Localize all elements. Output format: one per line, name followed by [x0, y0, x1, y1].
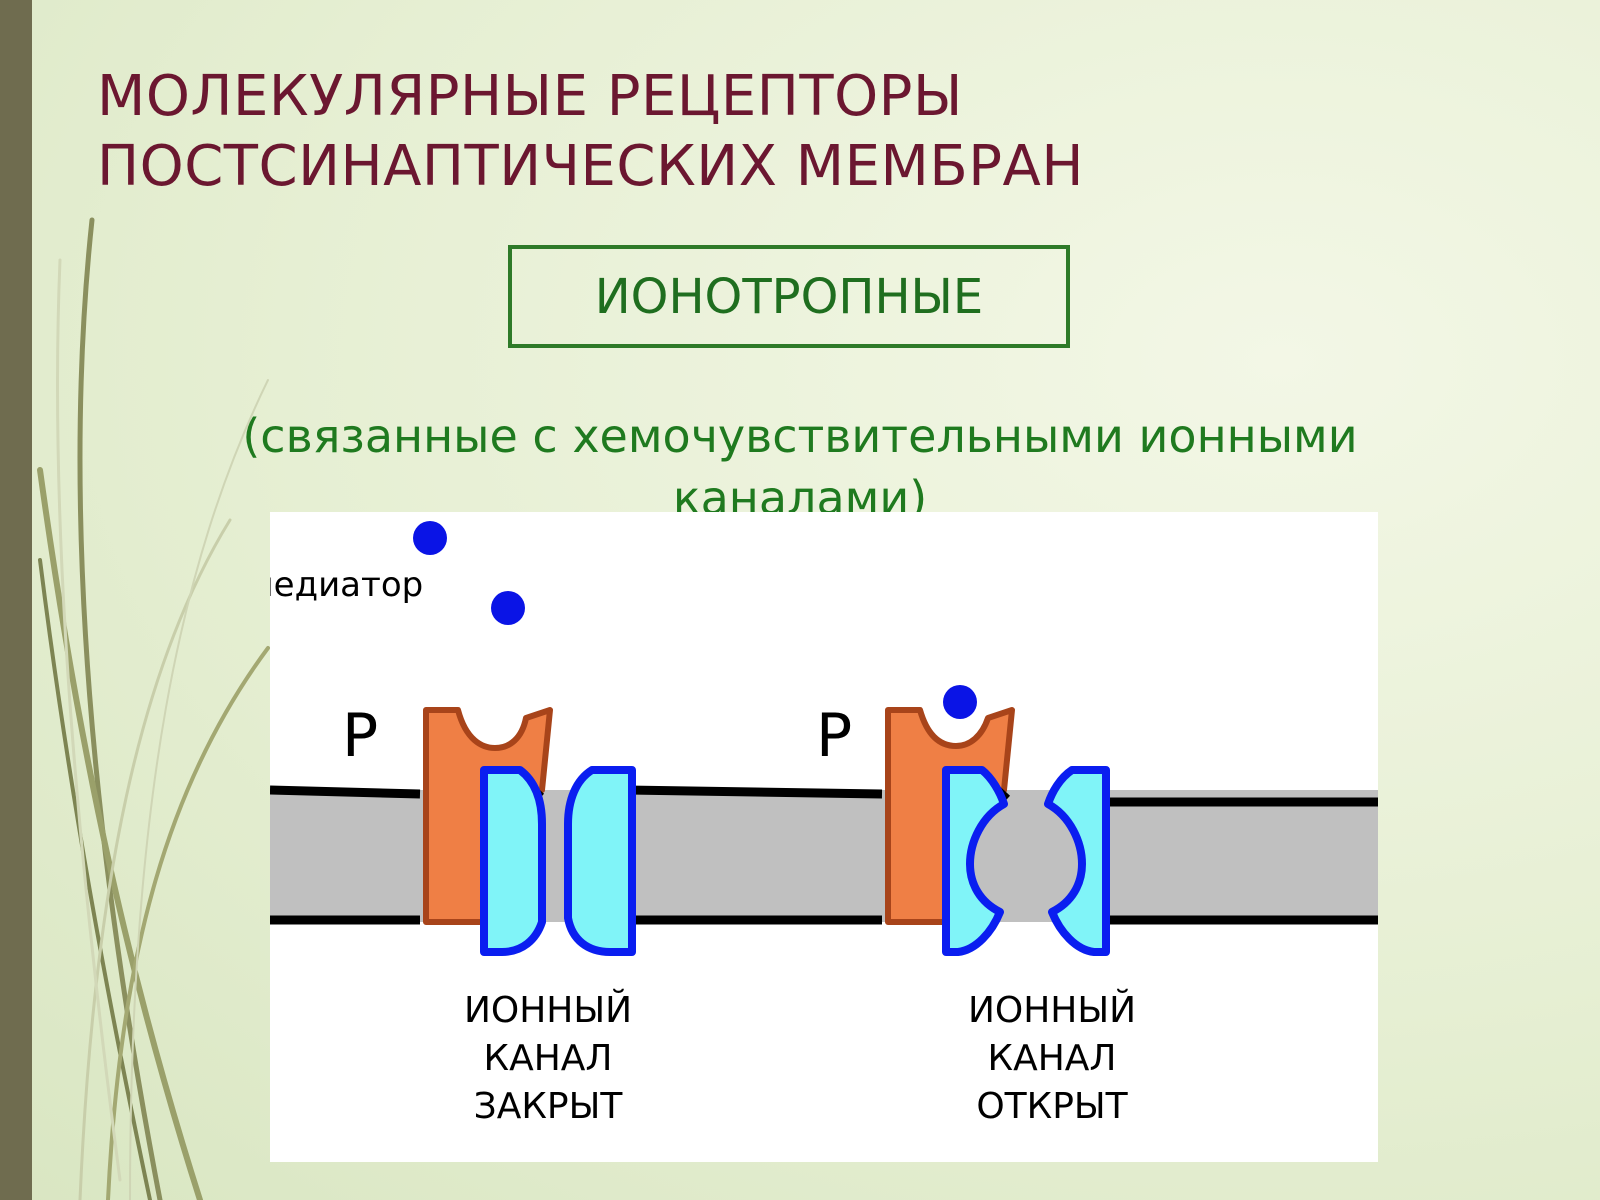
diagram-panel: медиатор Р Р ИОННЫЙ КАНАЛ ЗАКРЫТ ИОННЫЙ …	[270, 512, 1378, 1162]
ion-channel-diagram: медиатор Р Р ИОННЫЙ КАНАЛ ЗАКРЫТ ИОННЫЙ …	[270, 521, 1378, 1127]
receptor-label-open: Р	[816, 701, 852, 771]
channel-half-right-open	[1044, 766, 1110, 956]
mediator-label: медиатор	[270, 565, 423, 605]
receptor-type-badge: ИОНОТРОПНЫЕ	[508, 245, 1070, 348]
side-accent-bar	[0, 0, 32, 1200]
mediator-molecule-bound	[943, 685, 977, 719]
closed-caption-line-3: ЗАКРЫТ	[474, 1086, 624, 1127]
grass-decoration	[37, 217, 270, 1200]
closed-caption-line-2: КАНАЛ	[484, 1038, 613, 1079]
mediator-molecule-2	[491, 591, 525, 625]
slide-title-line-2: ПОСТСИНАПТИЧЕСКИХ МЕМБРАН	[97, 134, 1084, 199]
slide-title-line-1: МОЛЕКУЛЯРНЫЕ РЕЦЕПТОРЫ	[97, 64, 963, 129]
open-caption-line-3: ОТКРЫТ	[976, 1086, 1128, 1127]
closed-caption-line-1: ИОННЫЙ	[464, 989, 632, 1031]
channel-half-right-closed	[564, 766, 636, 956]
open-caption-line-1: ИОННЫЙ	[968, 989, 1136, 1031]
channel-half-left-closed	[480, 766, 546, 956]
receptor-label-closed: Р	[342, 701, 378, 771]
open-channel-caption: ИОННЫЙ КАНАЛ ОТКРЫТ	[968, 989, 1136, 1127]
channel-half-left-open	[942, 766, 1008, 956]
closed-channel-caption: ИОННЫЙ КАНАЛ ЗАКРЫТ	[464, 989, 632, 1127]
slide-subtitle: (связанные с хемочувствительными ионными…	[150, 405, 1450, 529]
slide-subtitle-line-1: (связанные с хемочувствительными ионными	[242, 409, 1358, 463]
slide-title: МОЛЕКУЛЯРНЫЕ РЕЦЕПТОРЫ ПОСТСИНАПТИЧЕСКИХ…	[97, 62, 1084, 202]
membrane-top-line-middle	[629, 785, 883, 799]
open-caption-line-2: КАНАЛ	[988, 1038, 1117, 1079]
membrane-top-line-left	[270, 785, 421, 799]
mediator-molecule-1	[413, 521, 447, 555]
